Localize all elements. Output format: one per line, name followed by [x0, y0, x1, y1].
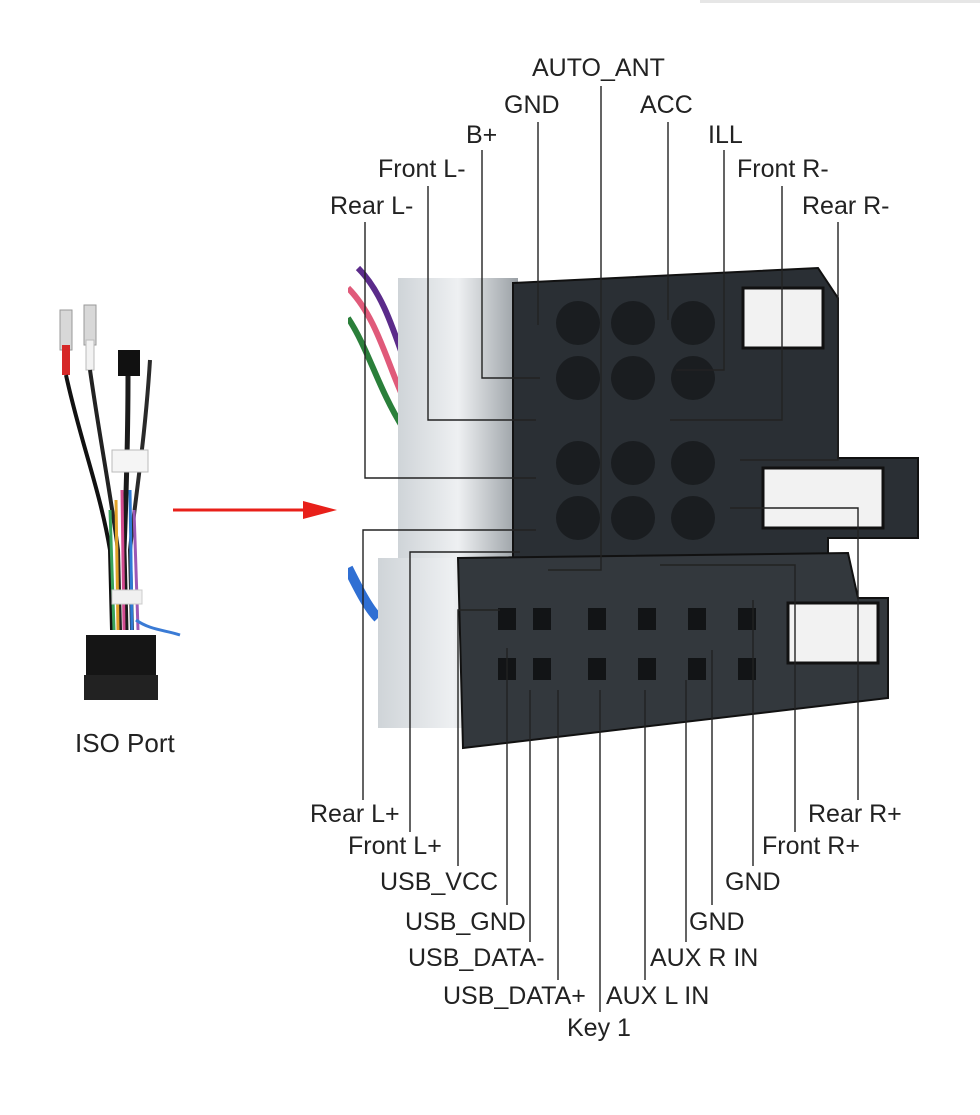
iso-port-label: ISO Port	[75, 728, 175, 758]
leader-usb-vcc	[457, 609, 500, 866]
side-latch-slot	[761, 466, 885, 530]
leader-auto-ant	[548, 86, 602, 571]
leader-front-r-minus	[670, 186, 783, 421]
upper-pin-row-2	[556, 356, 715, 400]
label-aux-l-in: AUX L IN	[606, 982, 710, 1010]
middle-pin-row-1	[556, 441, 715, 485]
label-ill: ILL	[708, 121, 743, 149]
leader-rear-l-plus	[362, 529, 536, 800]
label-key-1: Key 1	[567, 1014, 631, 1042]
label-usb-gnd: USB_GND	[405, 908, 526, 936]
upper-latch-slot	[741, 286, 825, 350]
lower-pin-slots	[498, 608, 756, 680]
label-front-l-minus: Front L-	[378, 155, 466, 183]
leader-front-l-minus	[427, 186, 536, 421]
barcode-tag	[111, 449, 149, 473]
leader-ill	[676, 150, 725, 371]
label-rear-l-minus: Rear L-	[330, 192, 414, 220]
leader-front-l-plus	[409, 551, 520, 832]
label-usb-data-plus: USB_DATA+	[443, 982, 586, 1010]
upper-pin-row-1	[556, 301, 715, 345]
label-gnd-2: GND	[689, 908, 745, 936]
label-gnd-top: GND	[504, 91, 560, 119]
middle-pin-row-2	[556, 496, 715, 540]
arrow-head	[303, 501, 337, 519]
lower-connector-housing	[456, 551, 889, 750]
leader-b-plus	[481, 150, 540, 379]
label-front-r-plus: Front R+	[762, 832, 860, 860]
lower-latch-slot	[786, 601, 880, 665]
leader-rear-r-plus	[730, 507, 859, 800]
label-b-plus: B+	[466, 121, 498, 149]
label-front-r-minus: Front R-	[737, 155, 829, 183]
metal-shell-upper	[398, 278, 518, 568]
label-acc: ACC	[640, 91, 693, 119]
rca-plugs	[59, 304, 97, 375]
wiring-harness-image	[59, 304, 181, 700]
wire-bundle	[64, 359, 181, 637]
label-rear-l-plus: Rear L+	[310, 800, 400, 828]
top-divider	[700, 0, 980, 3]
connector-image	[348, 265, 919, 750]
label-front-l-plus: Front L+	[348, 832, 442, 860]
label-aux-r-in: AUX R IN	[650, 944, 759, 972]
label-auto-ant: AUTO_ANT	[532, 54, 665, 82]
iso-plug-base	[84, 675, 158, 700]
small-connector	[118, 350, 140, 376]
red-arrow	[173, 501, 337, 519]
label-usb-data-minus: USB_DATA-	[408, 944, 545, 972]
iso-plug	[86, 635, 156, 680]
leader-rear-r-minus	[740, 222, 839, 461]
leader-rear-l-minus	[364, 222, 536, 479]
leader-front-r-plus	[660, 564, 796, 832]
label-gnd-1: GND	[725, 868, 781, 896]
label-rear-r-plus: Rear R+	[808, 800, 902, 828]
wire-tag	[111, 589, 143, 605]
label-usb-vcc: USB_VCC	[380, 868, 499, 896]
label-rear-r-minus: Rear R-	[802, 192, 890, 220]
